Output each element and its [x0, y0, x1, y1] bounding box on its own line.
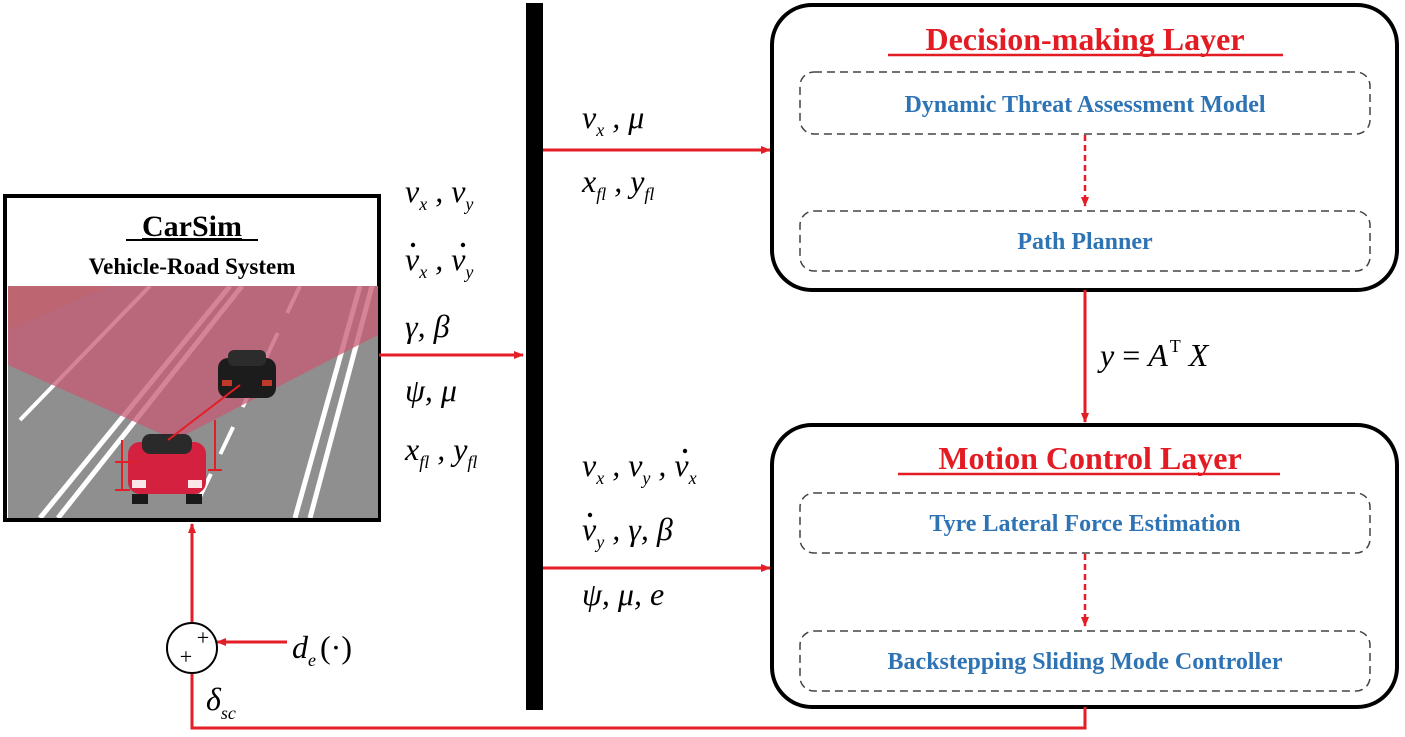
svg-text:xfl , yfl: xfl , yfl [581, 163, 654, 204]
svg-text:y=ATX: y=ATX [1097, 336, 1210, 373]
carsim-output-signals: vx , vy vx , vy γ, β ψ, μ xfl , yfl [404, 173, 477, 472]
decision-layer-title: Decision-making Layer [925, 21, 1244, 57]
svg-text:vx , vy: vx , vy [405, 173, 473, 214]
signal-arrows [188, 146, 1089, 730]
lead-vehicle [218, 350, 276, 398]
road-scene-image [8, 286, 378, 518]
psi-mu-e: ψ, μ, e [582, 576, 664, 612]
psi-mu: ψ, μ [405, 372, 457, 408]
gamma-beta: γ, β [405, 308, 450, 344]
controller-label: Backstepping Sliding Mode Controller [888, 649, 1283, 675]
signal-bus [526, 3, 543, 710]
decision-input-signals: vx , μ xfl , yfl [581, 99, 654, 204]
disturbance-label: de(·) [292, 629, 352, 670]
tyre-force-label: Tyre Lateral Force Estimation [929, 511, 1240, 537]
carsim-title: CarSim [142, 210, 242, 243]
svg-text:vx , vy , vx: vx , vy , vx [582, 447, 697, 488]
path-planner-module [799, 210, 1371, 272]
svg-text:vx , vy: vx , vy [405, 241, 473, 282]
steering-signal-label: δsc [206, 681, 236, 723]
summer-plus-bottom: + [180, 644, 192, 669]
controller-feedback-line [190, 672, 1087, 730]
summing-junction: + + [166, 622, 218, 674]
tyre-force-module [799, 492, 1371, 554]
detection-zone [8, 286, 378, 440]
motion-control-layer: Motion Control Layer Tyre Lateral Force … [770, 423, 1399, 709]
threat-assessment-module [799, 71, 1371, 135]
svg-text:vy , γ, β: vy , γ, β [582, 511, 673, 552]
summer-plus-top: + [197, 625, 209, 650]
measurement-marks [115, 384, 241, 491]
svg-text:δsc: δsc [206, 681, 236, 723]
threat-assessment-label: Dynamic Threat Assessment Model [904, 92, 1265, 118]
svg-text:de(·): de(·) [292, 629, 352, 670]
ego-vehicle [128, 434, 206, 504]
carsim-subtitle: Vehicle-Road System [89, 254, 296, 279]
motion-layer-title: Motion Control Layer [938, 440, 1241, 476]
svg-text:vx , μ: vx , μ [582, 99, 644, 140]
decision-making-layer: Decision-making Layer Dynamic Threat Ass… [770, 3, 1399, 292]
path-planner-label: Path Planner [1017, 229, 1153, 255]
controller-module [799, 630, 1371, 692]
carsim-block: CarSim Vehicle-Road System [3, 194, 381, 522]
motion-input-signals: vx , vy , vx vy , γ, β ψ, μ, e [582, 447, 697, 612]
svg-text:xfl , yfl: xfl , yfl [404, 431, 477, 472]
